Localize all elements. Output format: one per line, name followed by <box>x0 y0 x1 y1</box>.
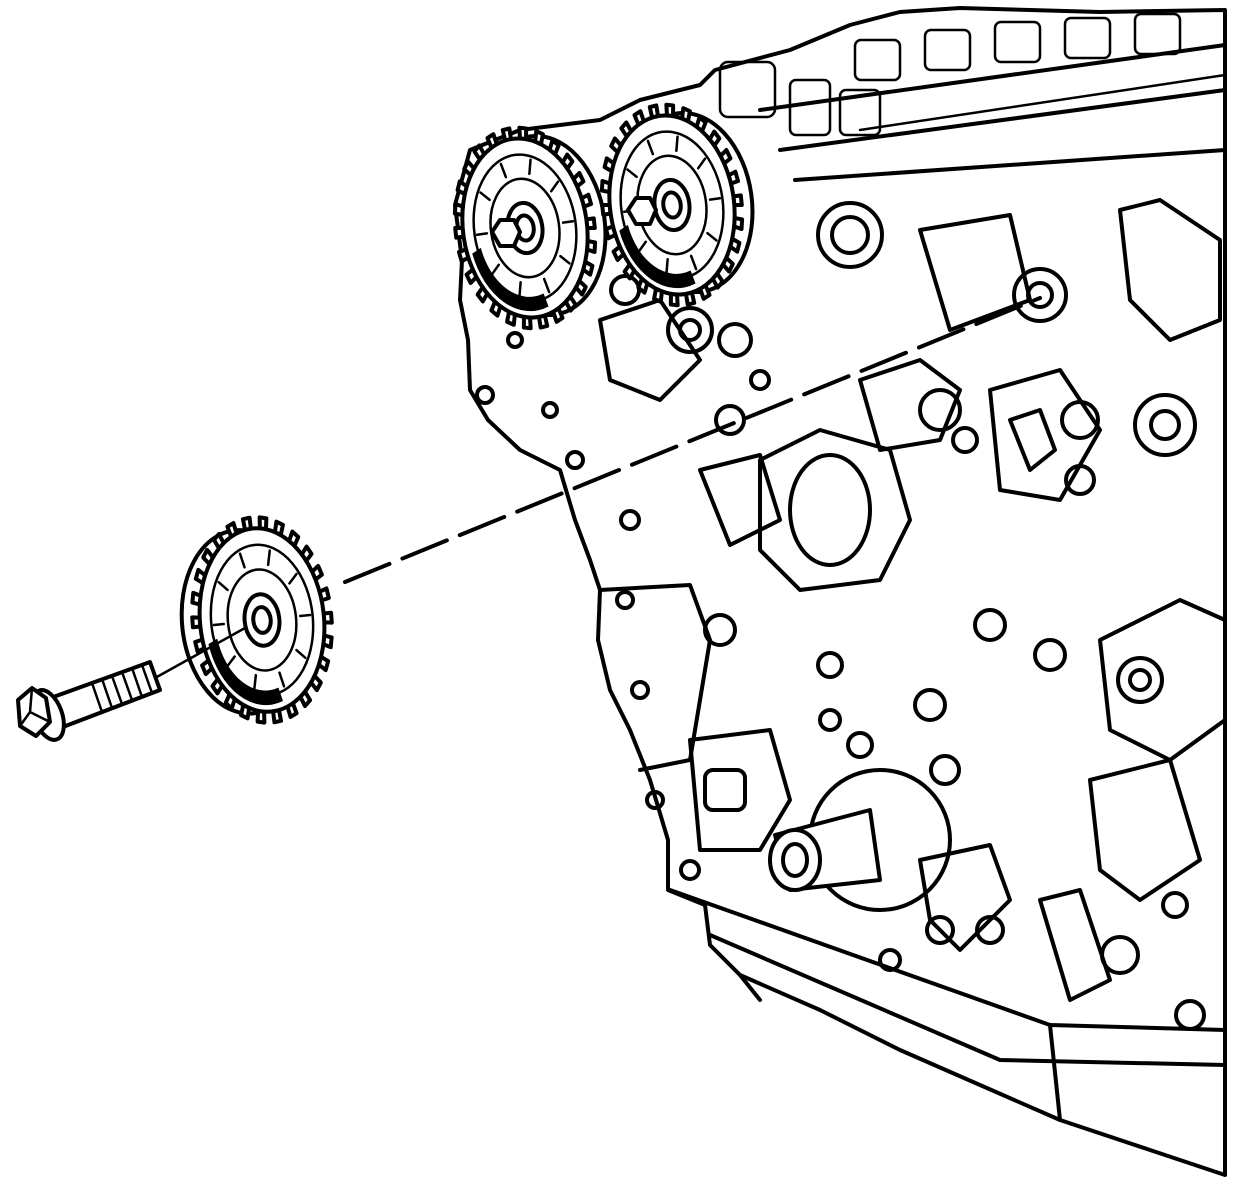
left-camshaft-sprocket-icon <box>452 125 608 331</box>
removed-camshaft-sprocket-icon <box>179 515 334 725</box>
sprocket-bolt-icon <box>16 626 247 742</box>
alignment-axis-line <box>343 296 1042 584</box>
right-camshaft-sprocket-icon <box>599 102 755 308</box>
